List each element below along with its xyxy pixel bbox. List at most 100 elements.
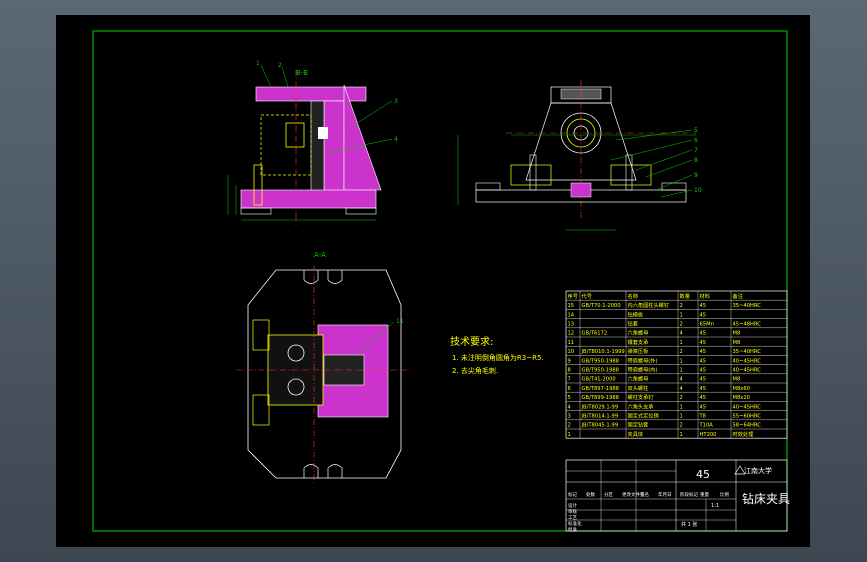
part-label-1: 1	[256, 60, 260, 67]
bom-cell-qty: 1	[680, 414, 683, 420]
part-label-11: 11	[396, 318, 404, 325]
title-stage-labels: 阶段标记重量比例	[680, 491, 729, 498]
bom-header: 代号	[582, 292, 592, 300]
bom-cell-no: 8	[568, 368, 571, 374]
bom-cell-no: 6	[568, 386, 571, 392]
part-label-5: 5	[694, 127, 698, 134]
drawing-sheet: B-B	[56, 15, 810, 547]
bom-cell-no: 7	[568, 377, 571, 383]
bom-cell-note: 40~45HRC	[733, 368, 762, 374]
leader-1	[260, 64, 272, 88]
tech-requirements: 技术要求: 1. 未注明倒角圆角为R3~R5. 2. 去尖角毛刺.	[450, 335, 544, 375]
bom-header: 备注	[733, 292, 743, 300]
leader-11	[355, 321, 395, 356]
bom-cell-material: 45	[700, 331, 707, 337]
bom-cell-no: 14	[568, 312, 575, 318]
bom-cell-name: 夹具体	[628, 430, 644, 438]
front-base-foot-left	[240, 207, 272, 215]
part-label-10: 10	[694, 187, 702, 194]
front-workpiece	[260, 114, 312, 176]
bom-cell-qty: 1	[680, 340, 683, 346]
bom-cell-qty: 1	[680, 368, 683, 374]
side-support	[570, 182, 592, 198]
bom-header: 数量	[680, 292, 690, 300]
title-sign-label: 工艺	[568, 515, 577, 521]
bom-cell-material: 45	[700, 377, 707, 383]
bom-cell-no: 12	[568, 331, 575, 337]
bom-cell-qty: 4	[680, 386, 684, 392]
top-slot-upper2	[327, 270, 343, 284]
bom-cell-qty: 2	[680, 303, 683, 309]
bom-cell-no: 3	[568, 414, 571, 420]
bom-cell-material: 45	[700, 386, 707, 392]
bom-cell-no: 1	[568, 432, 571, 438]
tech-title: 技术要求:	[450, 335, 493, 348]
side-stud-right	[625, 154, 633, 191]
top-view: A-A 11	[236, 251, 411, 483]
part-label-6: 6	[694, 137, 698, 144]
bom-cell-qty: 2	[680, 395, 683, 401]
bom-cell-note: 58~64HRC	[733, 423, 762, 429]
bom-cell-code: JB/T8014.1-99	[581, 414, 619, 420]
bom-cell-qty: 1	[680, 432, 683, 438]
title-block: 45 江南大学 钻床夹具 1:1 共 1 张 标记处数分区更改文件号签名年月日 …	[565, 459, 790, 533]
part-label-3: 3	[394, 98, 398, 105]
part-label-8: 8	[694, 157, 698, 164]
front-view: B-B	[227, 60, 398, 225]
title-material: 45	[696, 468, 710, 481]
bom-cell-material: 65Mn	[700, 322, 714, 328]
bom-cell-code: JB/T8045.1-99	[581, 423, 619, 429]
bom-cell-qty: 1	[680, 312, 683, 318]
bom-cell-name: 固定钻套	[628, 421, 650, 429]
title-row-label: 更改文件号	[622, 491, 645, 498]
bom-cell-name: 六角螺母	[628, 375, 649, 383]
side-base-right-lug	[661, 182, 687, 191]
bom-cell-note: M8x20	[733, 395, 750, 401]
bom-cell-name: 六角螺母	[628, 329, 649, 337]
title-row-label: 签名	[640, 491, 649, 498]
front-top-plate	[255, 86, 367, 102]
bom-cell-name: 双头螺柱	[628, 384, 649, 392]
bom-cell-material: T8	[699, 414, 706, 420]
bom-cell-note: M8	[733, 331, 741, 337]
tech-item-2: 2. 去尖角毛刺.	[452, 366, 498, 375]
bom-cell-code: JB/T8010.1-1999	[581, 349, 625, 355]
bom-cell-name: 六角头支承	[628, 402, 655, 410]
bom-cell-material: 45	[700, 404, 707, 410]
bom-cell-name: 钻模板	[628, 310, 644, 318]
bom-cell-material: 45	[700, 303, 707, 309]
bom-cell-no: 15	[568, 303, 575, 309]
bom-cell-name: 带肩螺母(内)	[628, 366, 658, 374]
side-base-left-lug	[475, 182, 501, 191]
title-stage-label: 比例	[720, 491, 729, 498]
front-column	[323, 100, 345, 197]
title-block-frame	[565, 459, 788, 532]
side-clamp-left	[510, 164, 552, 186]
side-view: 5 6 7 8 9 10	[457, 80, 702, 231]
bom-cell-note: M8	[733, 340, 741, 346]
bom-cell-no: 4	[568, 404, 572, 410]
bom-cell-material: 45	[700, 340, 707, 346]
bom-cell-code: JB/T8029.1-99	[581, 404, 619, 410]
title-scale: 1:1	[711, 503, 719, 509]
side-body	[525, 102, 637, 181]
bom-header: 序号	[568, 292, 578, 300]
front-base	[240, 189, 377, 209]
bom-cell-no: 11	[568, 340, 575, 346]
bom-cell-qty: 1	[680, 358, 683, 364]
bom-cell-code: GB/T950-1988	[582, 368, 619, 374]
top-outline	[247, 269, 402, 479]
bom-cell-qty: 4	[680, 331, 684, 337]
top-clamp-left-lower	[252, 394, 270, 426]
title-school: 江南大学	[744, 466, 772, 475]
top-clamp-left-upper	[252, 319, 270, 351]
part-label-2: 2	[278, 62, 282, 69]
bom-cell-note: 时效处理	[733, 430, 755, 438]
bom-cell-material: 45	[700, 358, 707, 364]
front-pin	[318, 127, 328, 139]
leader-2	[281, 66, 289, 88]
bom-header: 名称	[628, 292, 638, 300]
title-row-label: 处数	[586, 491, 595, 498]
